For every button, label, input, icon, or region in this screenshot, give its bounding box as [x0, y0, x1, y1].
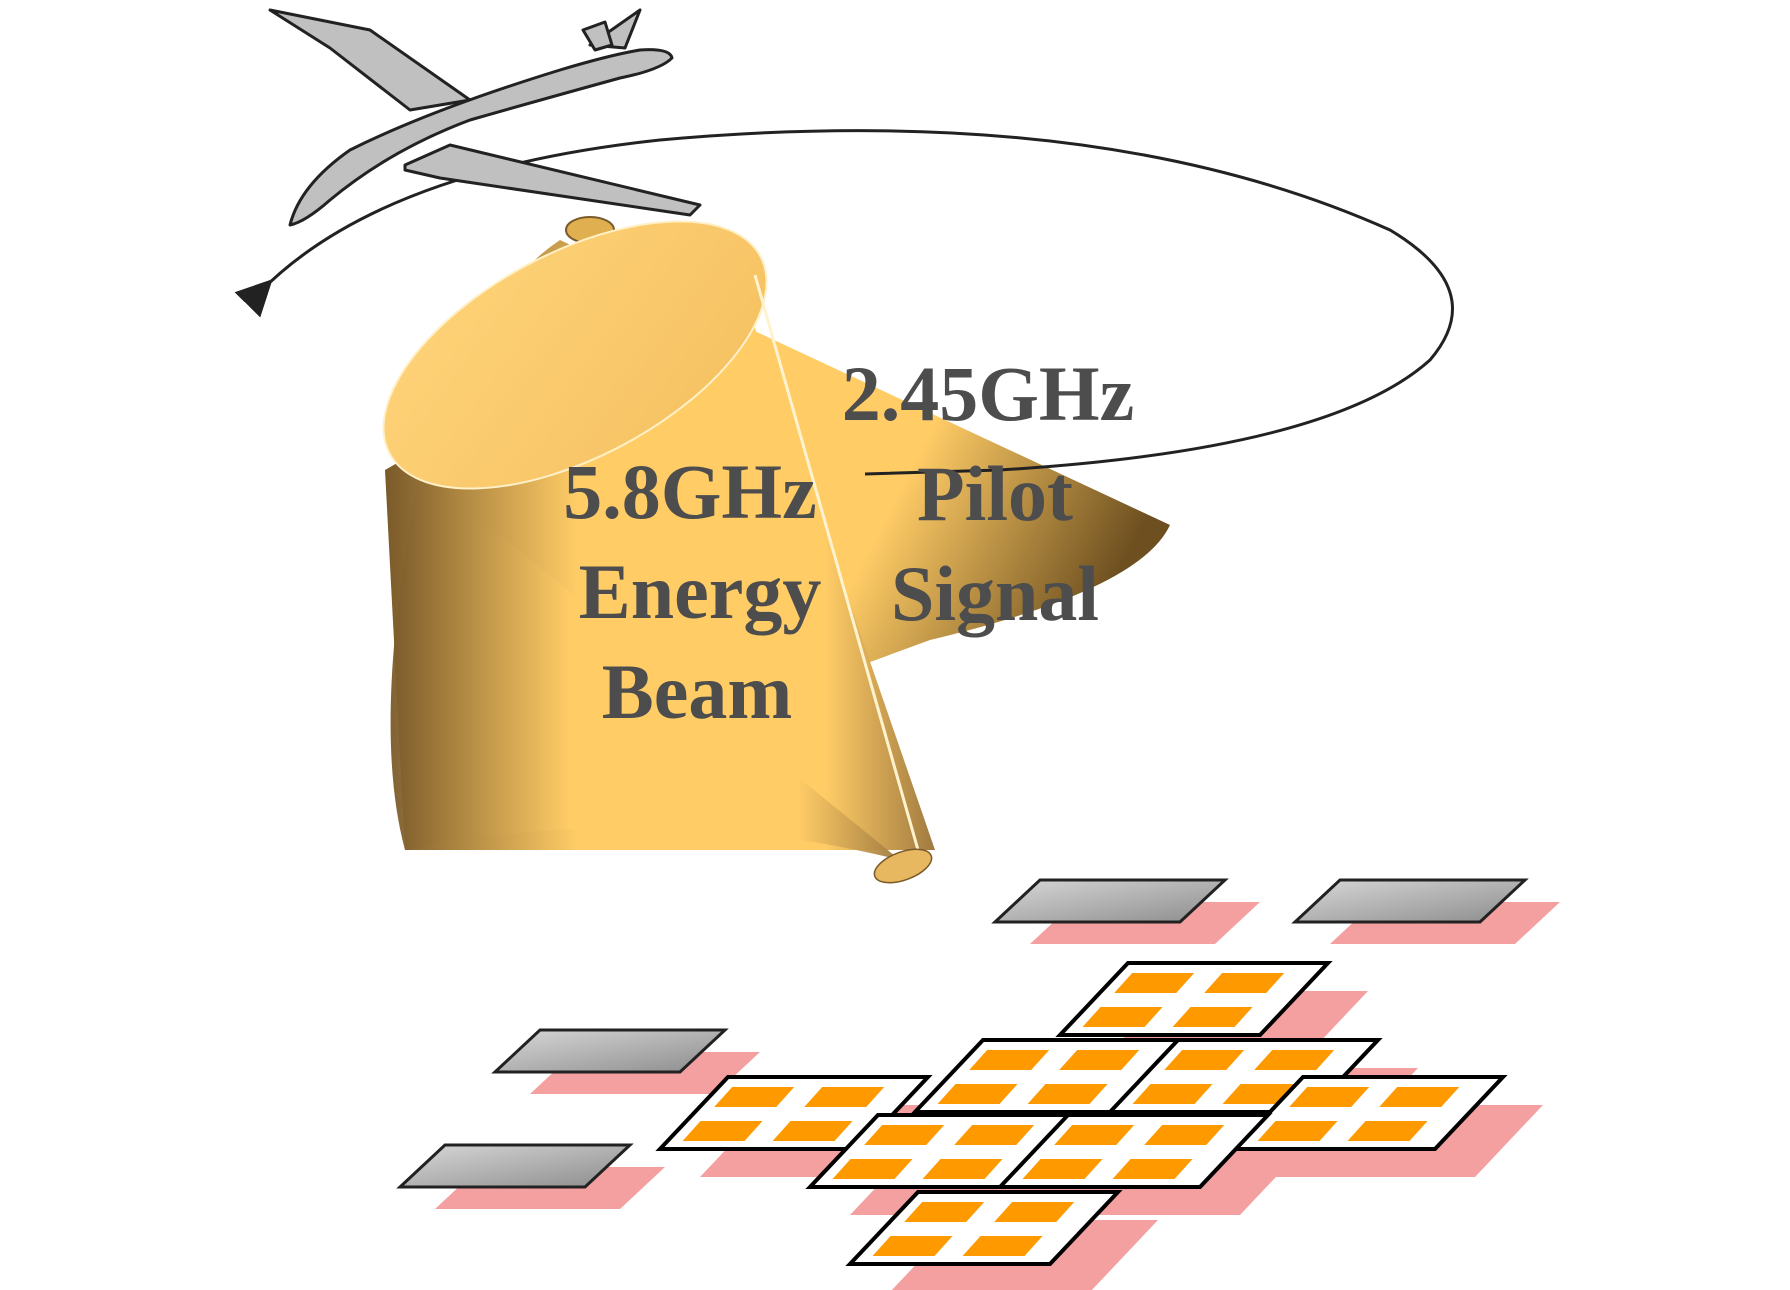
pilot-signal-word2: Signal — [891, 550, 1099, 637]
antenna-patch — [1114, 973, 1195, 993]
antenna-patch — [1204, 973, 1285, 993]
aircraft-icon — [268, 8, 702, 227]
antenna-patch — [1144, 1125, 1225, 1145]
antenna-patch — [1289, 1087, 1370, 1107]
antenna-patch — [1172, 1007, 1253, 1027]
antenna-patch — [904, 1202, 985, 1222]
antenna-patch — [714, 1087, 795, 1107]
antenna-patch — [1082, 1007, 1163, 1027]
ground-antenna-array — [396, 878, 1560, 1290]
antenna-patch — [969, 1050, 1050, 1070]
gray-sensor-panel — [1291, 878, 1529, 924]
antenna-patch — [682, 1121, 763, 1141]
antenna-patch — [832, 1159, 913, 1179]
pilot-signal-label: 2.45GHz Pilot Signal — [842, 350, 1134, 637]
energy-beam-apex — [873, 848, 933, 884]
antenna-patch — [1132, 1084, 1213, 1104]
antenna-patch — [1347, 1121, 1428, 1141]
energy-beam-word2: Beam — [602, 648, 793, 735]
antenna-patch — [1164, 1050, 1245, 1070]
antenna-patch — [1257, 1121, 1338, 1141]
gray-sensor-panel — [491, 1028, 729, 1074]
energy-beam-freq: 5.8GHz — [563, 448, 816, 535]
energy-beam-word1: Energy — [579, 548, 822, 635]
antenna-patch — [994, 1202, 1075, 1222]
antenna-patch — [1022, 1159, 1103, 1179]
pilot-signal-freq: 2.45GHz — [842, 350, 1134, 437]
gray-sensor-panel — [991, 878, 1229, 924]
antenna-patch — [864, 1125, 945, 1145]
antenna-patch — [1027, 1084, 1108, 1104]
antenna-patch — [772, 1121, 853, 1141]
antenna-patch — [872, 1236, 953, 1256]
antenna-patch — [1054, 1125, 1135, 1145]
antenna-patch — [922, 1159, 1003, 1179]
antenna-patch — [1112, 1159, 1193, 1179]
antenna-patch — [804, 1087, 885, 1107]
antenna-patch — [1059, 1050, 1140, 1070]
energy-beam-label: 5.8GHz Energy Beam — [563, 448, 821, 735]
antenna-patch — [954, 1125, 1035, 1145]
antenna-patch — [937, 1084, 1018, 1104]
energy-beam-aperture — [382, 220, 768, 490]
antenna-patch — [962, 1236, 1043, 1256]
antenna-patch — [1254, 1050, 1335, 1070]
antenna-patch — [1379, 1087, 1460, 1107]
gray-sensor-panel — [396, 1143, 634, 1189]
energy-beam-cone — [382, 220, 935, 884]
pilot-signal-word1: Pilot — [917, 450, 1073, 537]
